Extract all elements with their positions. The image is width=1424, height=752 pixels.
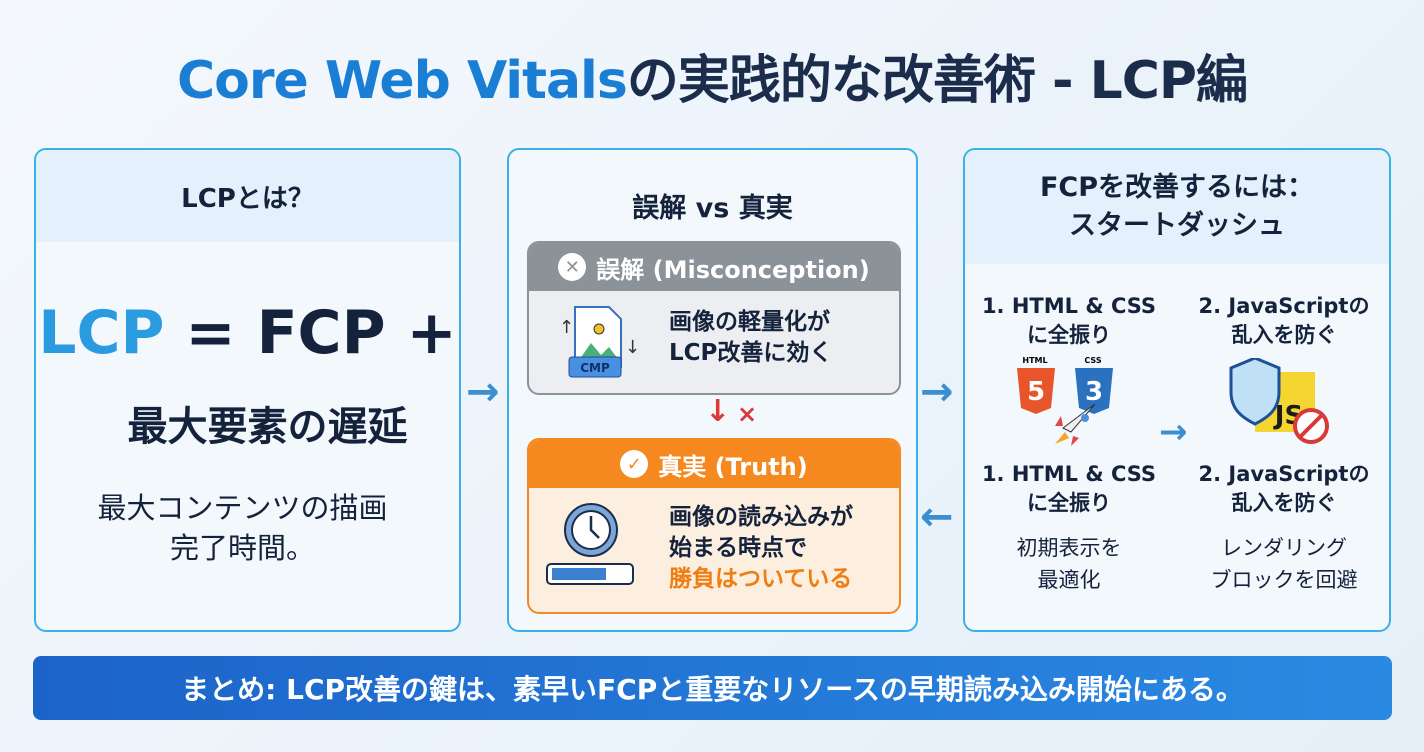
svg-text:↑: ↑ (559, 317, 574, 338)
formula-line2: 最大要素の遅延 (127, 404, 408, 450)
arrow-right-icon: → (466, 369, 500, 415)
html-css-rocket-icon: HTML CSS 5 3 (1015, 354, 1125, 450)
step1-description: 初期表示を最適化 (1016, 536, 1122, 592)
x-circle-icon: ✕ (558, 253, 587, 281)
clock-progress-icon (545, 500, 637, 592)
truth-box: ✓真実 (Truth) 画像の読み込みが始まる時点で勝負はついている (527, 438, 901, 614)
panel-heading: FCPを改善するには：スタートダッシュ (965, 150, 1389, 264)
step2-title: 2. JavaScriptの乱入を防ぐ (1198, 294, 1370, 347)
panel-heading: 誤解 vs 真実 (632, 193, 793, 224)
shield-js-blocked-icon: JS (1227, 356, 1337, 448)
compressed-image-icon: ↑ ↓ CMP (559, 303, 640, 383)
summary-banner: まとめ: LCP改善の鍵は、素早いFCPと重要なリソースの早期読み込み開始にある… (33, 656, 1392, 720)
check-circle-icon: ✓ (620, 450, 649, 478)
panel-heading: LCPとは？ (36, 150, 459, 242)
cross-mark: × (737, 400, 758, 428)
step2-title-repeat: 2. JavaScriptの乱入を防ぐ (1198, 462, 1370, 515)
arrow-right-icon: → (920, 369, 954, 415)
svg-text:3: 3 (1085, 377, 1103, 407)
truth-text: 画像の読み込みが始まる時点で勝負はついている (669, 504, 853, 592)
arrow-left-icon: ← (920, 494, 954, 540)
lcp-description: 最大コンテンツの描画 完了時間。 (97, 491, 388, 565)
page-title: Core Web Vitalsの実践的な改善術 - LCP編 (176, 51, 1248, 111)
svg-text:5: 5 (1027, 377, 1045, 407)
arrow-right-icon: → (1159, 412, 1188, 452)
panel-lcp-definition: LCPとは？ LCP = FCP + 最大要素の遅延 最大コンテンツの描画 完了… (34, 148, 461, 632)
svg-text:CMP: CMP (580, 361, 610, 375)
arrow-down-icon: ↓ (705, 394, 731, 429)
formula: LCP = FCP + (38, 298, 457, 368)
svg-text:CSS: CSS (1084, 356, 1101, 365)
svg-text:↓: ↓ (625, 337, 639, 358)
step2-description: レンダリングブロックを回避 (1210, 536, 1358, 592)
svg-text:HTML: HTML (1022, 356, 1047, 365)
panel-misconception-vs-truth: 誤解 vs 真実 ✕誤解 (Misconception) ↑↓CMP 画像の軽量… (507, 148, 918, 632)
